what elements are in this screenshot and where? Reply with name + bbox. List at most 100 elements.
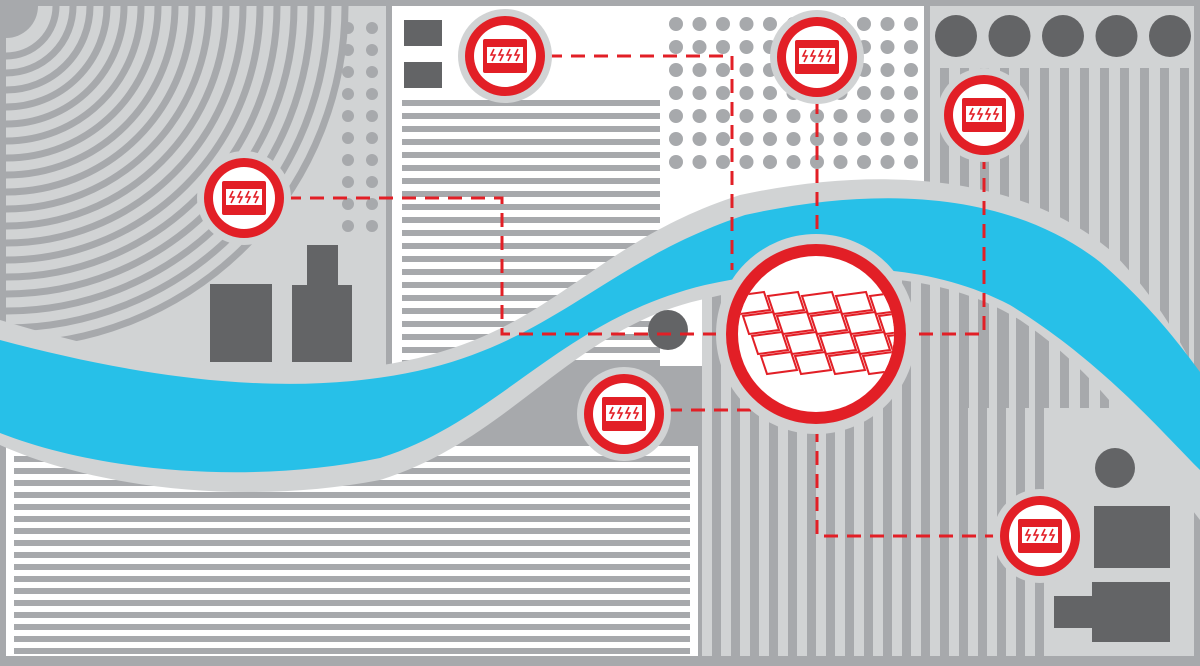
- dot: [669, 40, 683, 54]
- dot: [739, 132, 754, 146]
- dot: [366, 220, 378, 232]
- stripe-line: [1140, 68, 1149, 408]
- building-tower: [292, 245, 352, 362]
- dot: [904, 86, 918, 100]
- dot: [342, 88, 354, 100]
- stripe-line: [14, 564, 690, 570]
- lightning-bolt: [632, 406, 640, 420]
- lightning-bolt: [513, 48, 521, 62]
- lightning-bolt: [252, 190, 260, 204]
- dot: [342, 220, 354, 232]
- lightning-bolt: [992, 107, 1000, 121]
- horizontal-stripes-bottom-left: [14, 456, 690, 654]
- stripe-line: [921, 270, 930, 656]
- lightning-bolt: [497, 48, 505, 62]
- dot: [833, 132, 848, 146]
- lightning-bolt: [801, 49, 809, 63]
- storage-node-6[interactable]: [993, 489, 1087, 583]
- building-l-shape: [1054, 582, 1170, 642]
- solar-panel-cell: [809, 310, 849, 336]
- solar-panel-cell: [834, 290, 874, 316]
- dot: [692, 17, 707, 31]
- dot: [669, 132, 683, 146]
- battery-storage-icon: [962, 98, 1006, 132]
- dot: [786, 155, 801, 169]
- solar-panel-cell: [741, 310, 781, 336]
- solar-panel-cell: [784, 330, 824, 356]
- lightning-bolt: [809, 49, 817, 63]
- solar-hub[interactable]: [716, 234, 933, 434]
- dot: [716, 63, 730, 77]
- stripe-line: [14, 552, 690, 558]
- round-structure-bottom-right: [1095, 448, 1135, 488]
- battery-window: [487, 47, 523, 63]
- dot: [786, 109, 801, 123]
- stripe-line: [1160, 68, 1169, 408]
- lightning-bolt: [624, 406, 632, 420]
- round-structure: [648, 310, 688, 350]
- dot: [669, 86, 683, 100]
- dot: [857, 86, 871, 100]
- solar-panel-cell: [886, 330, 894, 356]
- dot: [716, 40, 730, 54]
- solar-panel-cell: [818, 330, 858, 356]
- stripe-line: [14, 492, 690, 498]
- dot: [366, 66, 378, 78]
- stripe-line: [14, 636, 690, 642]
- storage-nodes: [197, 9, 1087, 583]
- battery-storage-icon: [483, 39, 527, 73]
- stripe-line: [402, 100, 660, 106]
- lightning-bolt: [1024, 528, 1032, 542]
- stripe-line: [14, 504, 690, 510]
- solar-panel-cell: [766, 290, 806, 316]
- stripe-line: [14, 516, 690, 522]
- stripe-line: [845, 270, 854, 656]
- storage-node-2[interactable]: [458, 9, 552, 103]
- stripe-line: [712, 270, 721, 656]
- storage-node-5[interactable]: [577, 367, 671, 461]
- solar-panel-cell: [775, 310, 815, 336]
- solar-panel-cell: [759, 350, 799, 376]
- dot: [716, 109, 730, 123]
- dot: [904, 132, 918, 146]
- stripe-line: [14, 648, 690, 654]
- dot: [739, 63, 754, 77]
- dot: [739, 86, 754, 100]
- dark-circle-row: [935, 15, 1191, 57]
- lightning-bolt: [817, 49, 825, 63]
- dot: [342, 176, 354, 188]
- dot: [763, 86, 777, 100]
- stripe-line: [940, 270, 949, 656]
- storage-node-3[interactable]: [770, 10, 864, 104]
- dot: [692, 40, 707, 54]
- lightning-bolt: [976, 107, 984, 121]
- building-small-2: [404, 62, 442, 88]
- dot: [857, 109, 871, 123]
- storage-node-4[interactable]: [937, 68, 1031, 162]
- dark-circle: [1149, 15, 1191, 57]
- arc-center-quarter: [0, 0, 38, 38]
- link-storage-4: [908, 155, 986, 336]
- dot: [366, 176, 378, 188]
- dot: [904, 109, 918, 123]
- dot: [366, 198, 378, 210]
- dot: [904, 17, 918, 31]
- stripe-line: [402, 191, 660, 197]
- link-storage-2: [548, 54, 734, 270]
- battery-storage-icon: [1018, 519, 1062, 553]
- stripe-line: [402, 243, 660, 249]
- dot: [342, 132, 354, 144]
- dot: [880, 40, 895, 54]
- stripe-line: [807, 270, 816, 656]
- stripe-line: [14, 624, 690, 630]
- storage-node-1[interactable]: [197, 151, 291, 245]
- dot: [366, 22, 378, 34]
- dark-circle: [1042, 15, 1084, 57]
- lightning-bolt: [616, 406, 624, 420]
- dot: [342, 198, 354, 210]
- dot: [366, 110, 378, 122]
- stripe-line: [769, 270, 778, 656]
- dot: [763, 132, 777, 146]
- stripe-line: [750, 270, 759, 656]
- dot: [880, 17, 895, 31]
